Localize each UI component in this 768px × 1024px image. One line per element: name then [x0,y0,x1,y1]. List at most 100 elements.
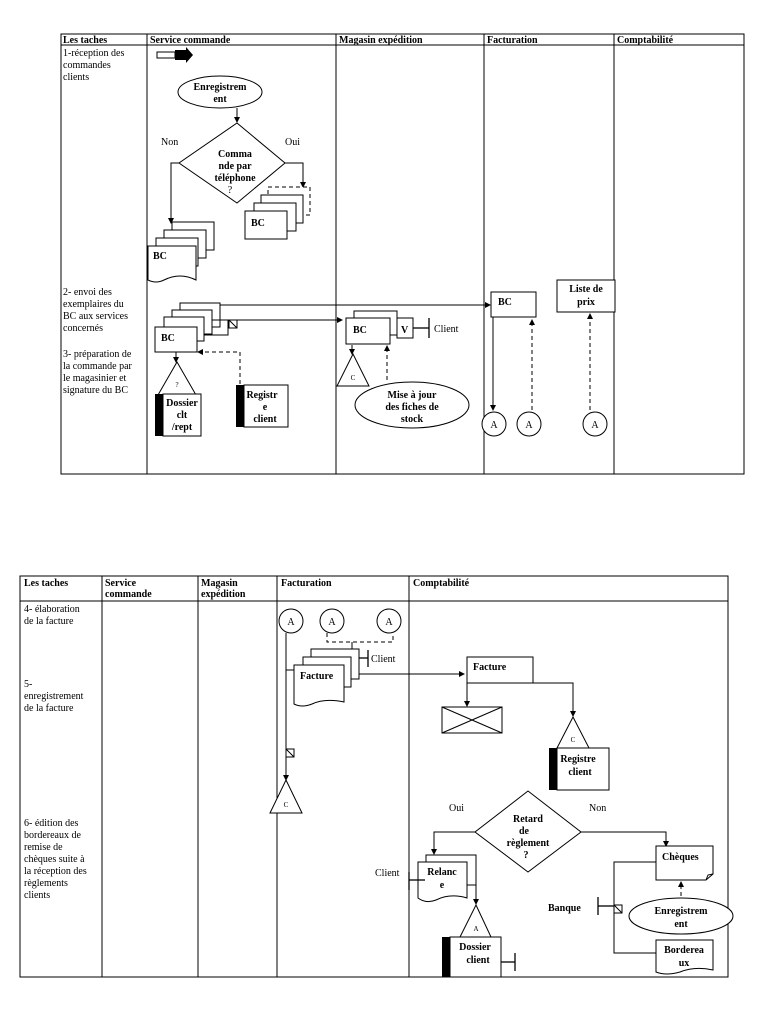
svg-text:Mise à jour: Mise à jour [388,390,437,401]
liste-de-prix-document: Liste de prix [556,279,616,313]
dashed-merge-line [326,633,394,643]
connector-a: A [481,411,507,437]
label-non: Non [161,137,178,148]
archive-triangle-chrono: C [336,352,370,387]
svg-text:clt: clt [177,410,188,421]
svg-text:A: A [525,420,533,431]
arrow-oui [431,831,475,855]
svg-text:6- édition des: 6- édition des [24,818,79,829]
svg-text:A: A [287,617,295,628]
svg-text:BC: BC [251,218,265,229]
svg-text:stock: stock [401,414,424,425]
svg-text:BC: BC [353,325,367,336]
label-client: Client [434,324,459,335]
dashed-arrow [197,349,241,384]
svg-text:?: ? [175,381,178,389]
svg-text:Facture: Facture [300,671,334,682]
svg-text:enregistrement: enregistrement [24,691,84,702]
task-1: 1-réception des commandes clients [63,48,124,83]
header-comptabilite: Comptabilité [413,578,470,589]
svg-text:ux: ux [679,958,690,969]
header-magasin-expedition: Magasin expédition [339,35,423,46]
header-les-taches: Les taches [63,35,107,46]
connector-a: A [278,608,304,634]
arrow [533,682,576,717]
svg-text:clients: clients [63,72,89,83]
line [204,320,229,336]
enregistrement-ellipse: Enregistrem ent [177,75,263,109]
swimlane-table-1: Les taches Service commande Magasin expé… [60,33,745,475]
svg-text:de: de [519,826,530,837]
label-client: Client [375,868,400,879]
svg-text:BC: BC [161,333,175,344]
task-6: 6- édition des bordereaux de remise de c… [24,818,87,901]
svg-text:client: client [466,955,490,966]
header-service-commande: Service commande [150,35,231,46]
table2-border [19,575,729,978]
archive-small-icon [228,319,238,329]
decision-retard-reglement: Retard de règlement ? [474,790,582,873]
archive-triangle-unordered: ? [157,360,197,396]
svg-text:Comma: Comma [218,149,252,160]
svg-text:2- envoi des: 2- envoi des [63,287,112,298]
svg-text:la commande par: la commande par [63,361,133,372]
bc-document-stack-oui: BC [244,186,311,240]
facture-document-stack: Facture [293,648,360,707]
svg-text:Relanc: Relanc [427,867,457,878]
facture-document-comptabilite: Facture [466,656,534,684]
svg-text:5-: 5- [24,679,32,690]
connector-a: A [516,411,542,437]
svg-text:téléphone: téléphone [214,173,256,184]
svg-text:commandes: commandes [63,60,111,71]
svg-text:client: client [253,414,277,425]
svg-text:client: client [568,767,592,778]
start-arrow-icon [156,47,193,63]
label-client: Client [371,654,396,665]
label-banque: Banque [548,903,581,914]
bc-document-stack-envoi: BC [154,302,221,353]
registre-client-file: Registre client [549,747,610,791]
svg-text:clients: clients [24,890,50,901]
svg-text:3- préparation de: 3- préparation de [63,349,132,360]
svg-text:?: ? [524,850,529,861]
task-2: 2- envoi des exemplaires du BC aux servi… [63,287,128,334]
svg-text:de la facture: de la facture [24,616,74,627]
svg-text:V: V [401,325,409,336]
svg-text:Dossier: Dossier [459,942,491,953]
label-non: Non [589,803,606,814]
svg-text:bordereaux de: bordereaux de [24,830,81,841]
header-comptabilite: Comptabilité [617,35,674,46]
connector-a: A [319,608,345,634]
svg-text:des fiches de: des fiches de [385,402,439,413]
svg-text:Dossier: Dossier [166,398,198,409]
svg-text:/rept: /rept [171,422,193,433]
relance-document-stack: Relanc e [417,854,477,903]
swimlane-table-2: Les taches Service commande Magasin expé… [19,575,734,978]
svg-text:Registr: Registr [246,390,278,401]
svg-text:exemplaires du: exemplaires du [63,299,124,310]
dossier-client-file: Dossier client [442,936,502,978]
svg-text:remise de: remise de [24,842,63,853]
registre-client-file: Registr e client [236,384,289,428]
svg-text:C: C [351,374,356,382]
svg-text:concernés: concernés [63,323,103,334]
svg-text:e: e [263,402,268,413]
header-facturation: Facturation [281,578,332,589]
svg-text:ent: ent [213,94,227,105]
header-les-taches: Les taches [24,578,68,589]
cheques-document: Chèques [655,845,714,881]
header-facturation: Facturation [487,35,538,46]
svg-text:règlements: règlements [24,878,68,889]
svg-text:1-réception des: 1-réception des [63,48,124,59]
svg-text:de la facture: de la facture [24,703,74,714]
archive-triangle-alpha: A [459,903,492,938]
svg-text:signature du BC: signature du BC [63,385,128,396]
label-oui: Oui [285,137,300,148]
svg-text:chèques suite à: chèques suite à [24,854,85,865]
svg-text:A: A [385,617,393,628]
mise-a-jour-ellipse: Mise à jour des fiches de stock [354,381,470,429]
connector-a: A [376,608,402,634]
connector-a: A [582,411,608,437]
svg-text:Enregistrem: Enregistrem [655,906,709,917]
svg-text:BC aux services: BC aux services [63,311,128,322]
